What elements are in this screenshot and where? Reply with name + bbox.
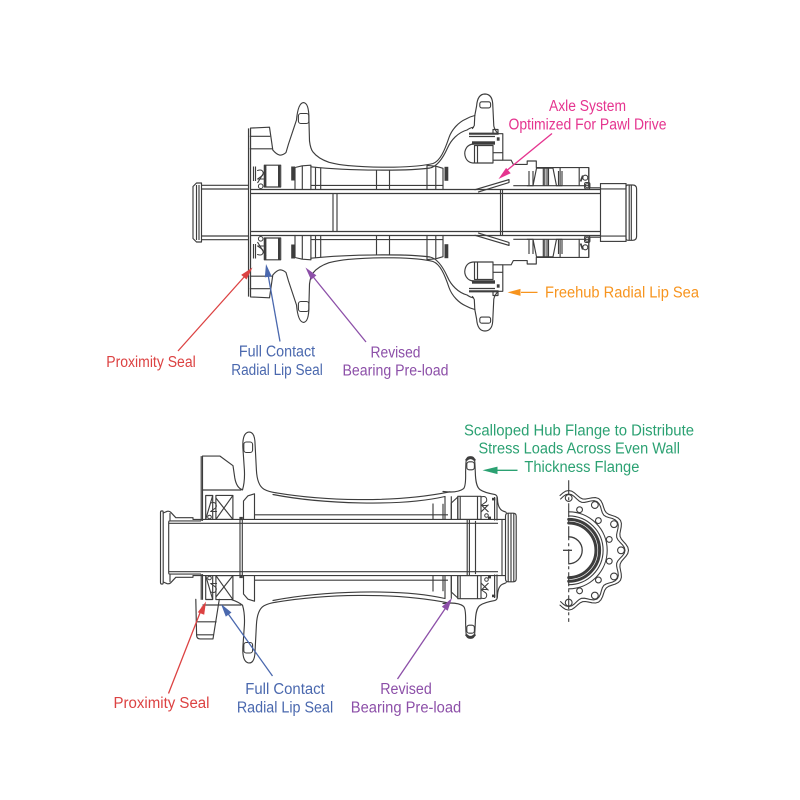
svg-text:Bearing Pre-load: Bearing Pre-load xyxy=(351,700,462,717)
svg-text:Radial Lip Seal: Radial Lip Seal xyxy=(231,362,323,379)
svg-text:Stress Loads Across Even Wall: Stress Loads Across Even Wall xyxy=(478,441,680,458)
svg-text:Revised: Revised xyxy=(380,681,432,698)
svg-text:Full Contact: Full Contact xyxy=(239,344,316,361)
svg-text:Revised: Revised xyxy=(371,345,421,362)
svg-text:Proximity Seal: Proximity Seal xyxy=(114,695,210,712)
svg-text:Scalloped Hub Flange to Distri: Scalloped Hub Flange to Distribute xyxy=(464,423,694,440)
svg-text:Radial Lip Seal: Radial Lip Seal xyxy=(237,700,333,717)
svg-text:Full Contact: Full Contact xyxy=(245,681,325,698)
svg-text:Thickness Flange: Thickness Flange xyxy=(524,459,639,476)
svg-text:Freehub Radial Lip Sea: Freehub Radial Lip Sea xyxy=(545,285,699,302)
svg-text:Optimized For Pawl Drive: Optimized For Pawl Drive xyxy=(509,117,667,134)
svg-text:Axle System: Axle System xyxy=(549,98,626,115)
svg-text:Bearing Pre-load: Bearing Pre-load xyxy=(343,363,449,380)
svg-text:Proximity Seal: Proximity Seal xyxy=(106,354,196,371)
